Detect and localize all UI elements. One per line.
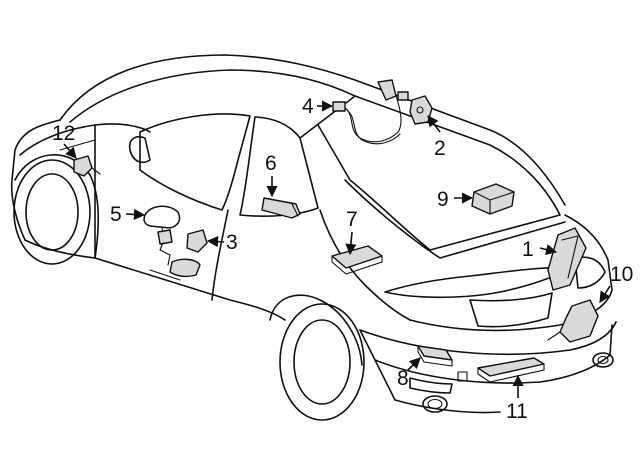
part-7 [331,245,383,275]
callout-6: 6 [265,152,277,175]
callout-2: 2 [434,137,446,160]
callout-7: 7 [346,208,358,231]
callout-1: 1 [522,238,534,261]
callout-3: 3 [226,231,238,254]
part-6 [261,197,301,219]
part-10 [547,299,599,343]
part-9 [471,183,515,215]
part-11 [477,357,545,383]
callout-10: 10 [610,263,633,286]
callout-11: 11 [506,400,528,423]
leader-arrows [63,100,611,398]
callout-8: 8 [397,367,409,390]
part-3 [186,229,208,253]
callout-12: 12 [52,122,75,145]
callout-9: 9 [437,188,449,211]
callout-labels: 1 2 3 4 5 6 7 8 9 10 11 12 [52,95,633,423]
part-5 [143,205,201,278]
callout-4: 4 [302,95,314,118]
part-12 [73,155,101,177]
callout-5: 5 [110,203,122,226]
part-1 [547,227,587,291]
part-8 [417,345,453,367]
part-2 [409,95,433,125]
